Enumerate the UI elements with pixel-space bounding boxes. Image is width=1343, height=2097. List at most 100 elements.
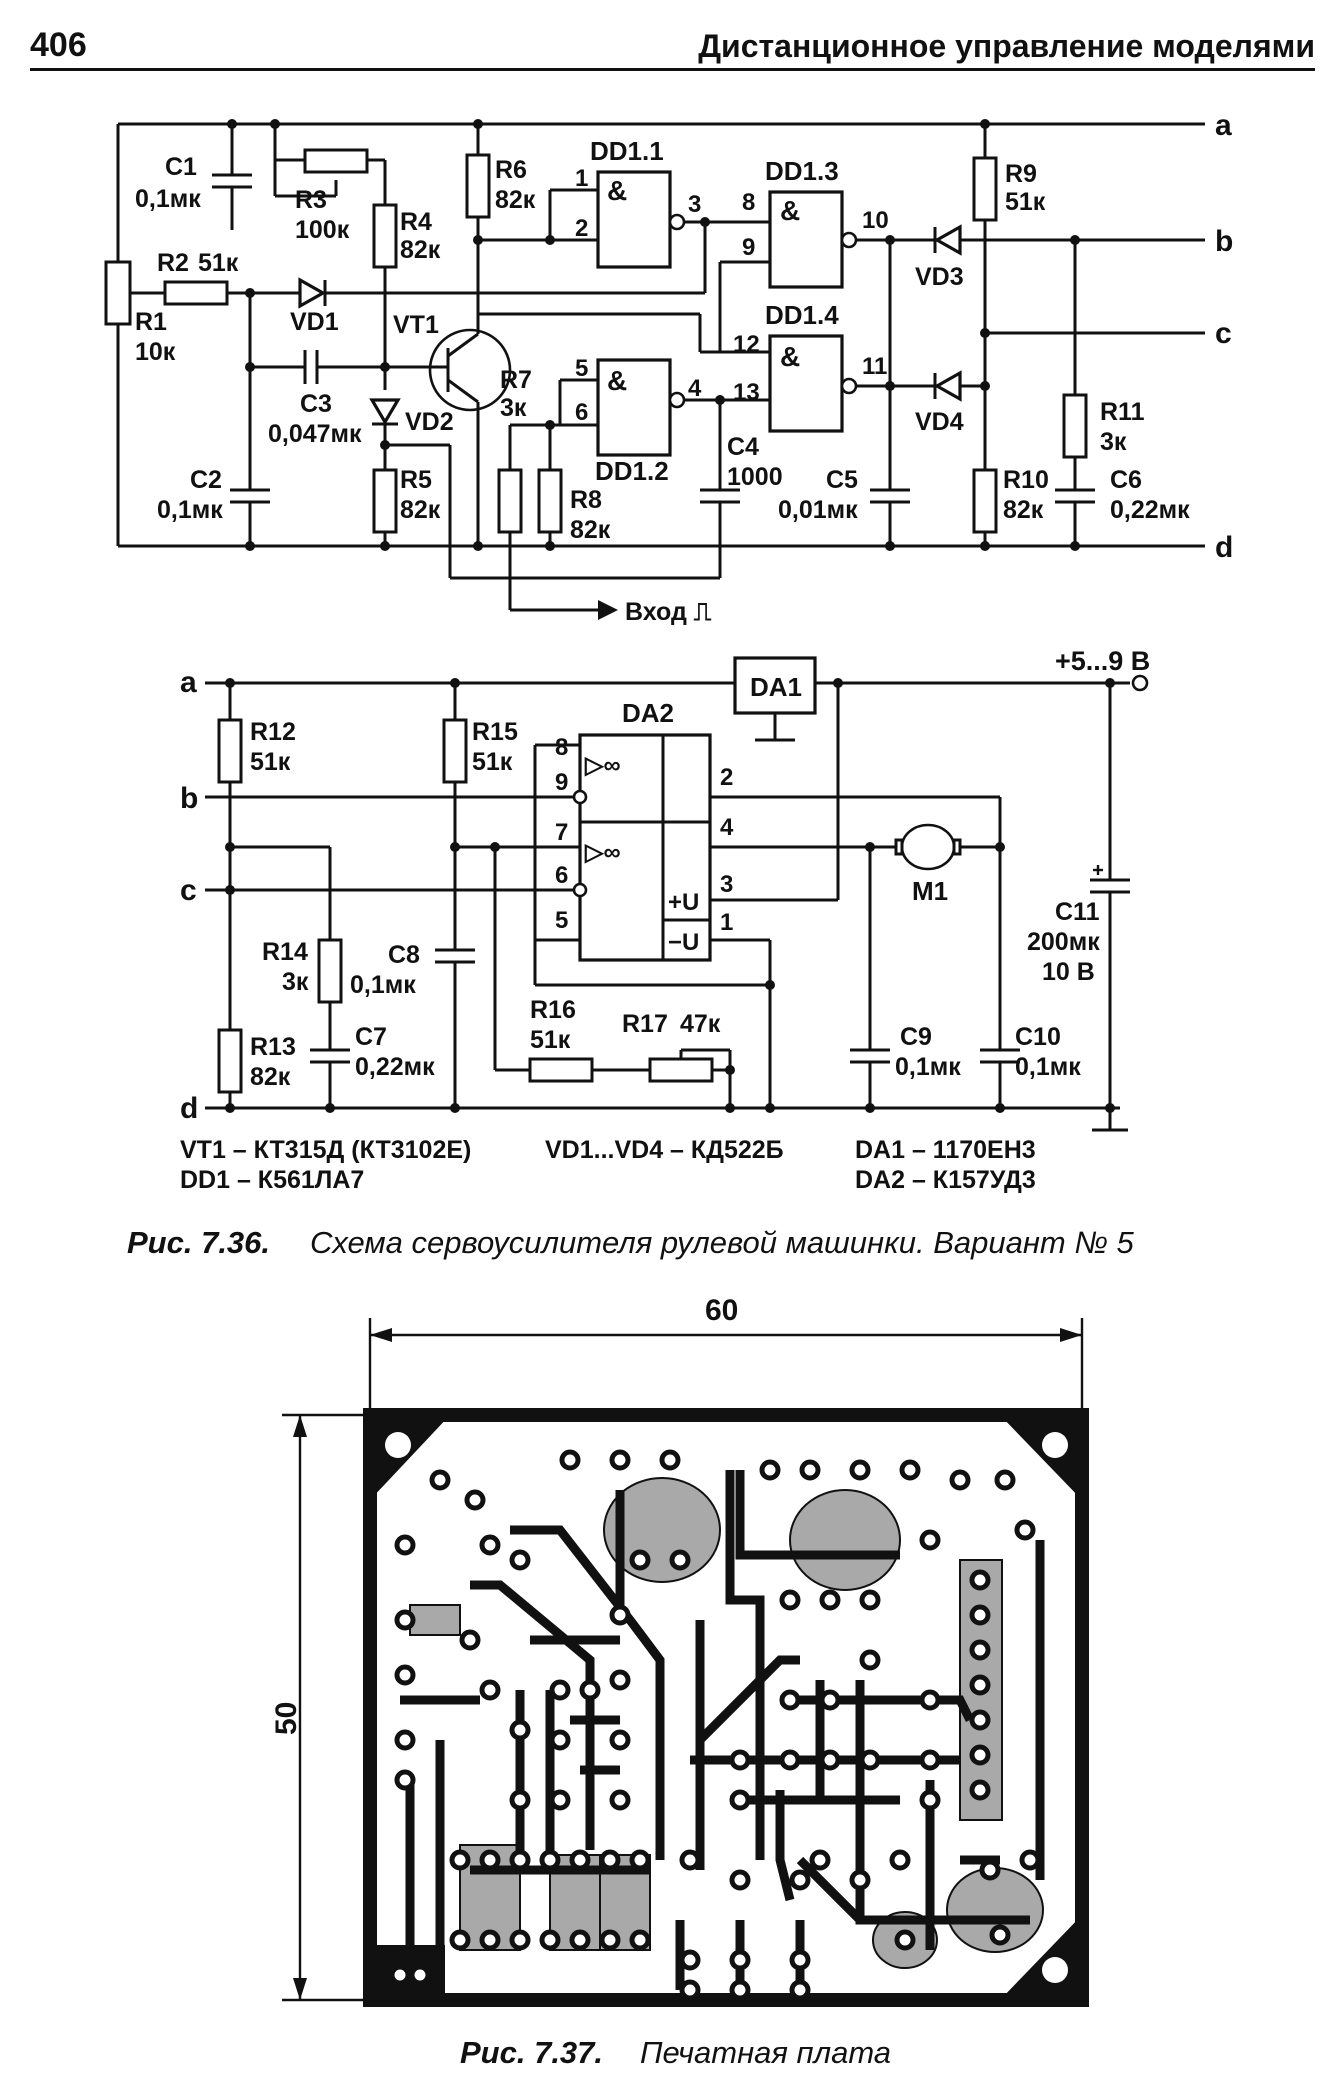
r2-label: R2 (157, 249, 189, 277)
r6-label: R6 (495, 156, 527, 184)
r12-value: 51к (250, 748, 291, 776)
da2-pin7: 7 (555, 819, 568, 846)
r13-value: 82к (250, 1063, 291, 1091)
r10-label: R10 (1003, 466, 1049, 494)
dd13-label: DD1.3 (765, 156, 839, 186)
input-label: Вход ⎍ (625, 598, 712, 626)
r1-label: R1 (135, 308, 167, 336)
dd12-and: & (607, 365, 627, 396)
r4-value: 82к (400, 236, 441, 264)
r5-value: 82к (400, 496, 441, 524)
vd1-label: VD1 (290, 308, 339, 336)
da2-opamp-a: ▷∞ (584, 752, 621, 779)
page-number: 406 (30, 26, 87, 64)
dd14-and: & (780, 341, 800, 372)
m1-label: M1 (912, 876, 948, 906)
vt1-label: VT1 (393, 311, 439, 339)
parts-da1: DA1 – 1170ЕН3 (855, 1136, 1036, 1164)
da2-opamp-b: ▷∞ (584, 839, 621, 866)
da2-pin8: 8 (555, 734, 568, 761)
r16-label: R16 (530, 996, 576, 1024)
r5-label: R5 (400, 466, 432, 494)
node-a-top: a (1215, 109, 1232, 142)
dd14-pin13: 13 (733, 379, 760, 406)
c1-label: C1 (165, 153, 197, 181)
node-b-bottom: b (180, 782, 198, 815)
running-title: Дистанционное управление моделями (698, 28, 1315, 64)
da2-label: DA2 (622, 698, 674, 728)
r4-label: R4 (400, 208, 432, 236)
caption1-number: Рис. 7.36. (127, 1225, 270, 1260)
parts-da2: DA2 – К157УД3 (855, 1166, 1036, 1194)
da2-pin3: 3 (720, 871, 733, 898)
vd2-label: VD2 (405, 408, 454, 436)
r15-label: R15 (472, 718, 518, 746)
r7-value: 3к (500, 394, 527, 422)
dd11-pin3: 3 (688, 191, 701, 218)
r13-label: R13 (250, 1033, 296, 1061)
r11-value: 3к (1100, 428, 1127, 456)
r14-value: 3к (282, 968, 309, 996)
c3-value: 0,047мк (268, 420, 362, 448)
pcb-height-dim: 50 (270, 1702, 303, 1735)
c2-value: 0,1мк (157, 496, 223, 524)
parts-vd: VD1...VD4 – КД522Б (545, 1136, 784, 1164)
caption2-number: Рис. 7.37. (460, 2035, 603, 2070)
r6-value: 82к (495, 186, 536, 214)
r9-value: 51к (1005, 188, 1046, 216)
parts-list: VT1 – КТ315Д (КТ3102Е) DD1 – К561ЛА7 VD1… (180, 1136, 1036, 1194)
c6-label: C6 (1110, 466, 1142, 494)
dd12-pin4: 4 (688, 375, 702, 402)
dd11-label: DD1.1 (590, 136, 664, 166)
parts-vt1: VT1 – КТ315Д (КТ3102Е) (180, 1136, 471, 1164)
node-d-bottom: d (180, 1092, 198, 1125)
node-d-top: d (1215, 531, 1233, 564)
caption-fig-7-36: Рис. 7.36. Схема сервоусилителя рулевой … (127, 1225, 1135, 1260)
c7-label: C7 (355, 1023, 387, 1051)
r7-label: R7 (500, 366, 532, 394)
da2-pin5: 5 (555, 907, 568, 934)
c9-label: C9 (900, 1023, 932, 1051)
dd12-pin6: 6 (575, 399, 588, 426)
supply-label: +5...9 В (1055, 646, 1150, 676)
c7-value: 0,22мк (355, 1053, 435, 1081)
c4-label: C4 (727, 433, 759, 461)
r8-value: 82к (570, 516, 611, 544)
c8-value: 0,1мк (350, 971, 416, 999)
node-c-top: c (1215, 317, 1232, 350)
page-header: 406 Дистанционное управление моделями (30, 22, 1315, 71)
c5-label: C5 (826, 466, 858, 494)
r14-label: R14 (262, 938, 308, 966)
c11-value: 200мк (1027, 928, 1100, 956)
c11-voltage: 10 В (1042, 958, 1095, 986)
c5-value: 0,01мк (778, 496, 858, 524)
parts-dd1: DD1 – К561ЛА7 (180, 1166, 364, 1194)
r17-value: 47к (680, 1010, 721, 1038)
c4-value: 1000 (727, 463, 783, 491)
caption-fig-7-37: Рис. 7.37. Печатная плата (460, 2035, 891, 2070)
r8-label: R8 (570, 486, 602, 514)
da2-pin1: 1 (720, 909, 733, 936)
dd14-pin11: 11 (862, 353, 887, 380)
dd13-pin9: 9 (742, 234, 755, 261)
caption2-text: Печатная плата (640, 2035, 891, 2070)
dd13-pin10: 10 (862, 207, 889, 234)
c8-label: C8 (388, 941, 420, 969)
c1-value: 0,1мк (135, 185, 201, 213)
caption1-text: Схема сервоусилителя рулевой машинки. Ва… (310, 1225, 1135, 1260)
c6-value: 0,22мк (1110, 496, 1190, 524)
vd3-label: VD3 (915, 263, 964, 291)
dd14-label: DD1.4 (765, 300, 839, 330)
r3-value: 100к (295, 216, 350, 244)
r17-label: R17 (622, 1010, 668, 1038)
c11-label: C11 (1055, 898, 1100, 926)
r1-value: 10к (135, 338, 176, 366)
da2-pin2: 2 (720, 764, 733, 791)
r16-value: 51к (530, 1026, 571, 1054)
r11-label: R11 (1100, 398, 1145, 426)
da1-label: DA1 (750, 672, 802, 702)
r3-label: R3 (295, 186, 327, 214)
dd12-label: DD1.2 (595, 456, 669, 486)
pcb-drawing: 60 50 (270, 1294, 1089, 2007)
r9-label: R9 (1005, 160, 1037, 188)
